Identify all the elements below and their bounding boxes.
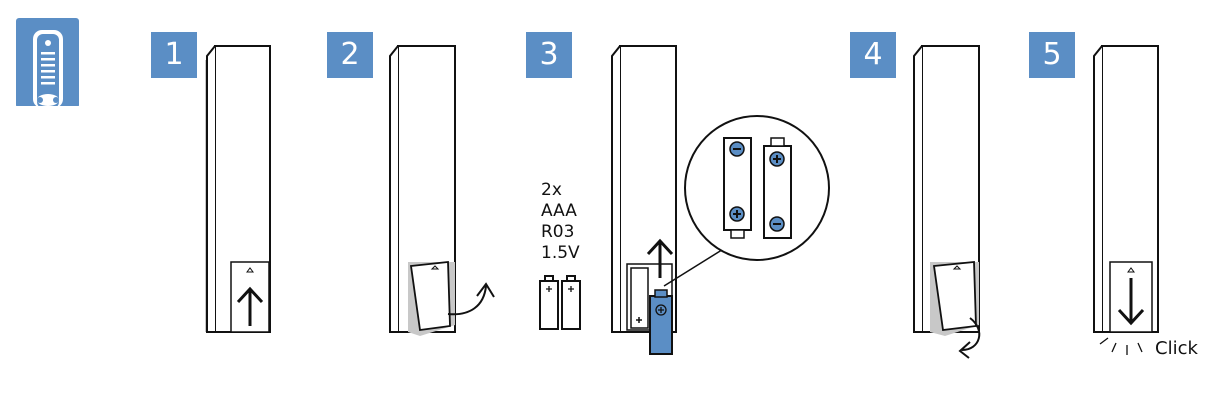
step-5-badge: 5 (1029, 32, 1075, 78)
step-5-remote (1093, 45, 1159, 355)
step-4-badge: 4 (850, 32, 896, 78)
step-3-remote (611, 45, 726, 355)
remote-control-icon (16, 18, 79, 110)
battery-compartment-detail (684, 115, 830, 261)
step-4-remote (913, 45, 981, 359)
battery-type: AAA (541, 201, 577, 221)
battery-code: R03 (541, 222, 575, 242)
click-label: Click (1155, 338, 1198, 359)
battery-spec: 2x AAA R03 1.5V (541, 180, 580, 264)
battery-count: 2x (541, 180, 562, 200)
step-3-badge: 3 (526, 32, 572, 78)
step-1-badge: 1 (151, 32, 197, 78)
aaa-batteries (539, 275, 581, 330)
step-2-remote (389, 45, 495, 336)
step-1-remote (205, 45, 271, 333)
step-2-badge: 2 (327, 32, 373, 78)
battery-voltage: 1.5V (541, 243, 580, 263)
